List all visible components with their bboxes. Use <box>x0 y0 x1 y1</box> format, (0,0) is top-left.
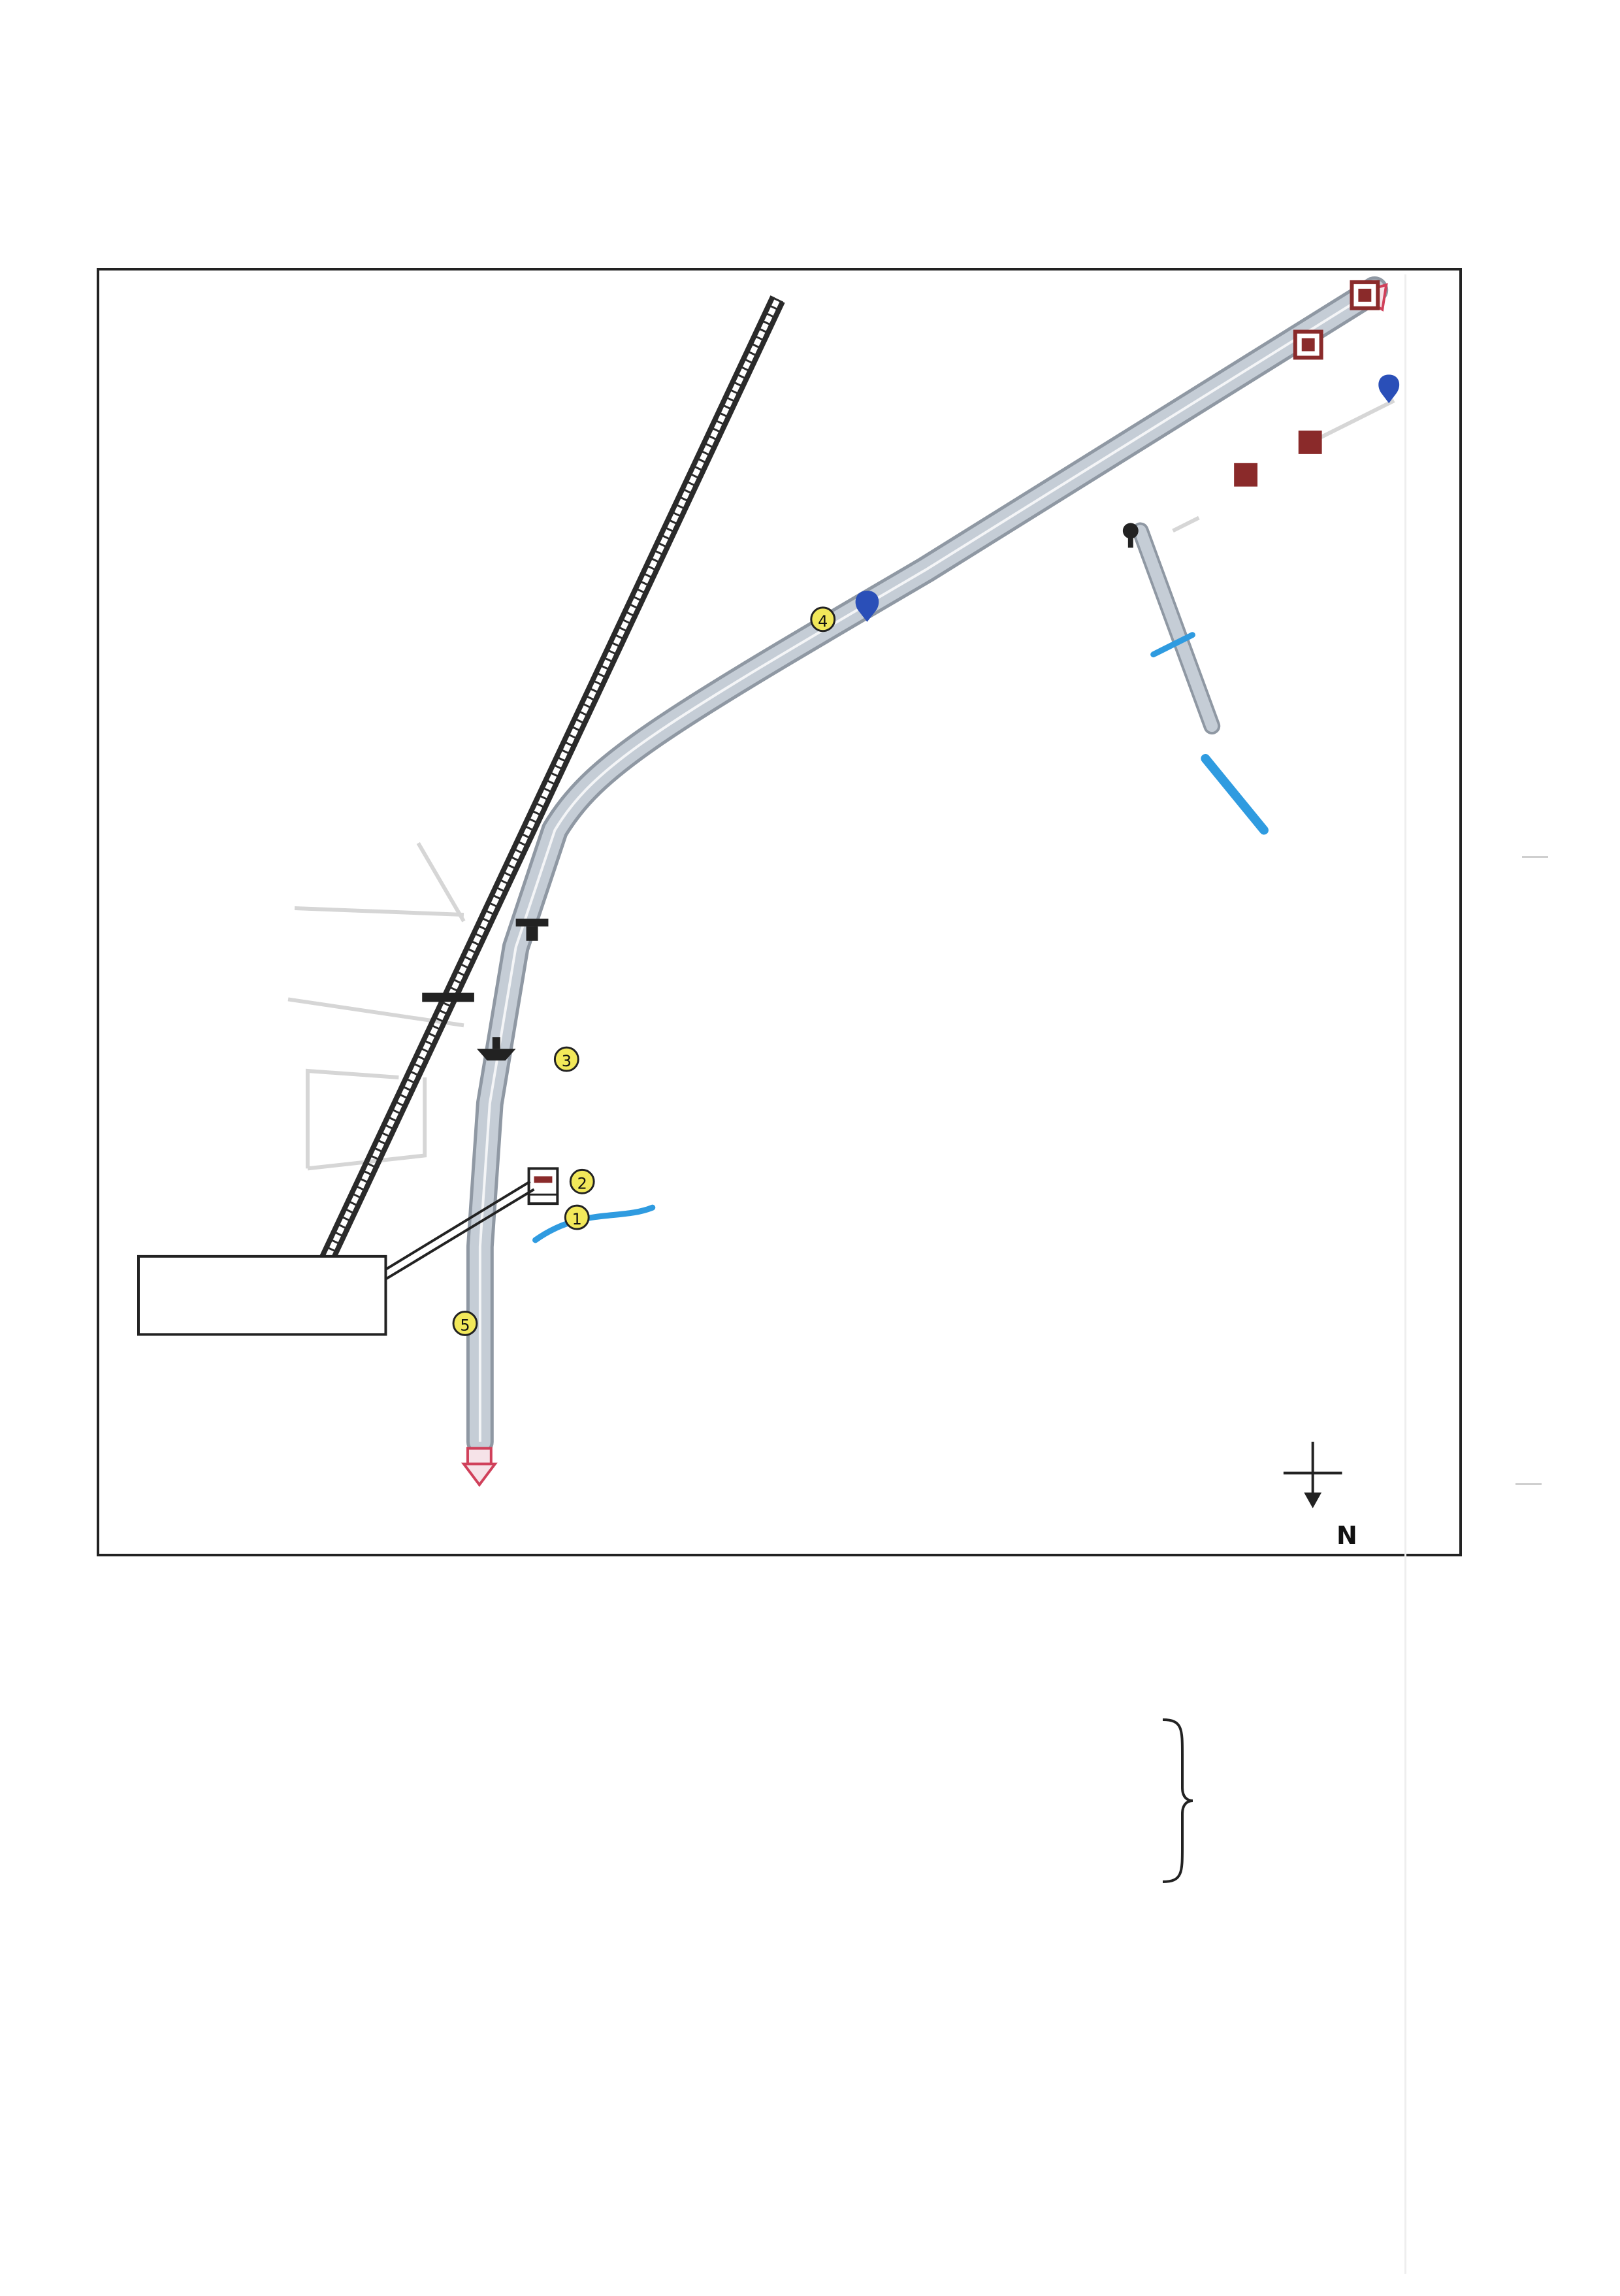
marker-1-label: 1 <box>572 1210 582 1228</box>
minor-road <box>307 1077 427 1171</box>
map-drawing: 1 2 3 4 5 <box>137 276 1400 1509</box>
subject-parcel <box>527 1167 559 1205</box>
pond <box>1150 632 1195 658</box>
poi-square-icon <box>1350 280 1380 310</box>
location-pin-icon <box>1378 374 1400 404</box>
marker-2-label: 2 <box>577 1174 587 1192</box>
marker-3-label: 3 <box>562 1052 572 1070</box>
minor-road <box>1315 399 1395 442</box>
scan-edge <box>1404 274 1406 2274</box>
poi-square-icon <box>1293 329 1323 360</box>
marker-4-label: 4 <box>818 612 828 631</box>
leader-line <box>385 1188 535 1281</box>
brace-icon <box>1162 1718 1193 1883</box>
scan-mark <box>1515 1483 1542 1485</box>
stream <box>532 1204 656 1243</box>
north-label: N <box>1336 1521 1357 1550</box>
leader-line <box>385 1180 531 1271</box>
subject-callout <box>137 1255 387 1336</box>
minor-road <box>294 906 464 917</box>
building-icon <box>515 918 549 941</box>
location-pin-icon <box>855 591 879 622</box>
map-caption <box>170 1598 1372 1636</box>
station-icon <box>422 992 474 1002</box>
minor-road <box>416 842 466 923</box>
poi-square-icon <box>1234 463 1258 487</box>
side-road <box>1131 522 1221 735</box>
marker-5-label: 5 <box>460 1316 470 1334</box>
tree-icon <box>1122 523 1139 548</box>
north-arrow-icon <box>1283 1441 1342 1509</box>
marker-1: 1 <box>564 1204 590 1230</box>
road-end-arrow-south <box>461 1447 498 1487</box>
water <box>532 632 1269 1243</box>
document-header <box>281 1699 1457 1973</box>
minor-road <box>305 1068 399 1169</box>
location-map: 1 2 3 4 5 <box>97 268 1462 1556</box>
marker-3: 3 <box>553 1046 579 1072</box>
marker-2: 2 <box>569 1168 595 1194</box>
railway-line <box>318 295 785 1266</box>
marker-5: 5 <box>452 1311 478 1336</box>
marker-4: 4 <box>810 606 836 632</box>
scan-mark <box>1522 856 1548 858</box>
canal <box>1201 753 1269 835</box>
minor-road <box>1172 516 1200 533</box>
temple-icon <box>476 1037 516 1061</box>
poi-square-icon <box>1298 431 1322 454</box>
main-road <box>466 276 1389 1456</box>
